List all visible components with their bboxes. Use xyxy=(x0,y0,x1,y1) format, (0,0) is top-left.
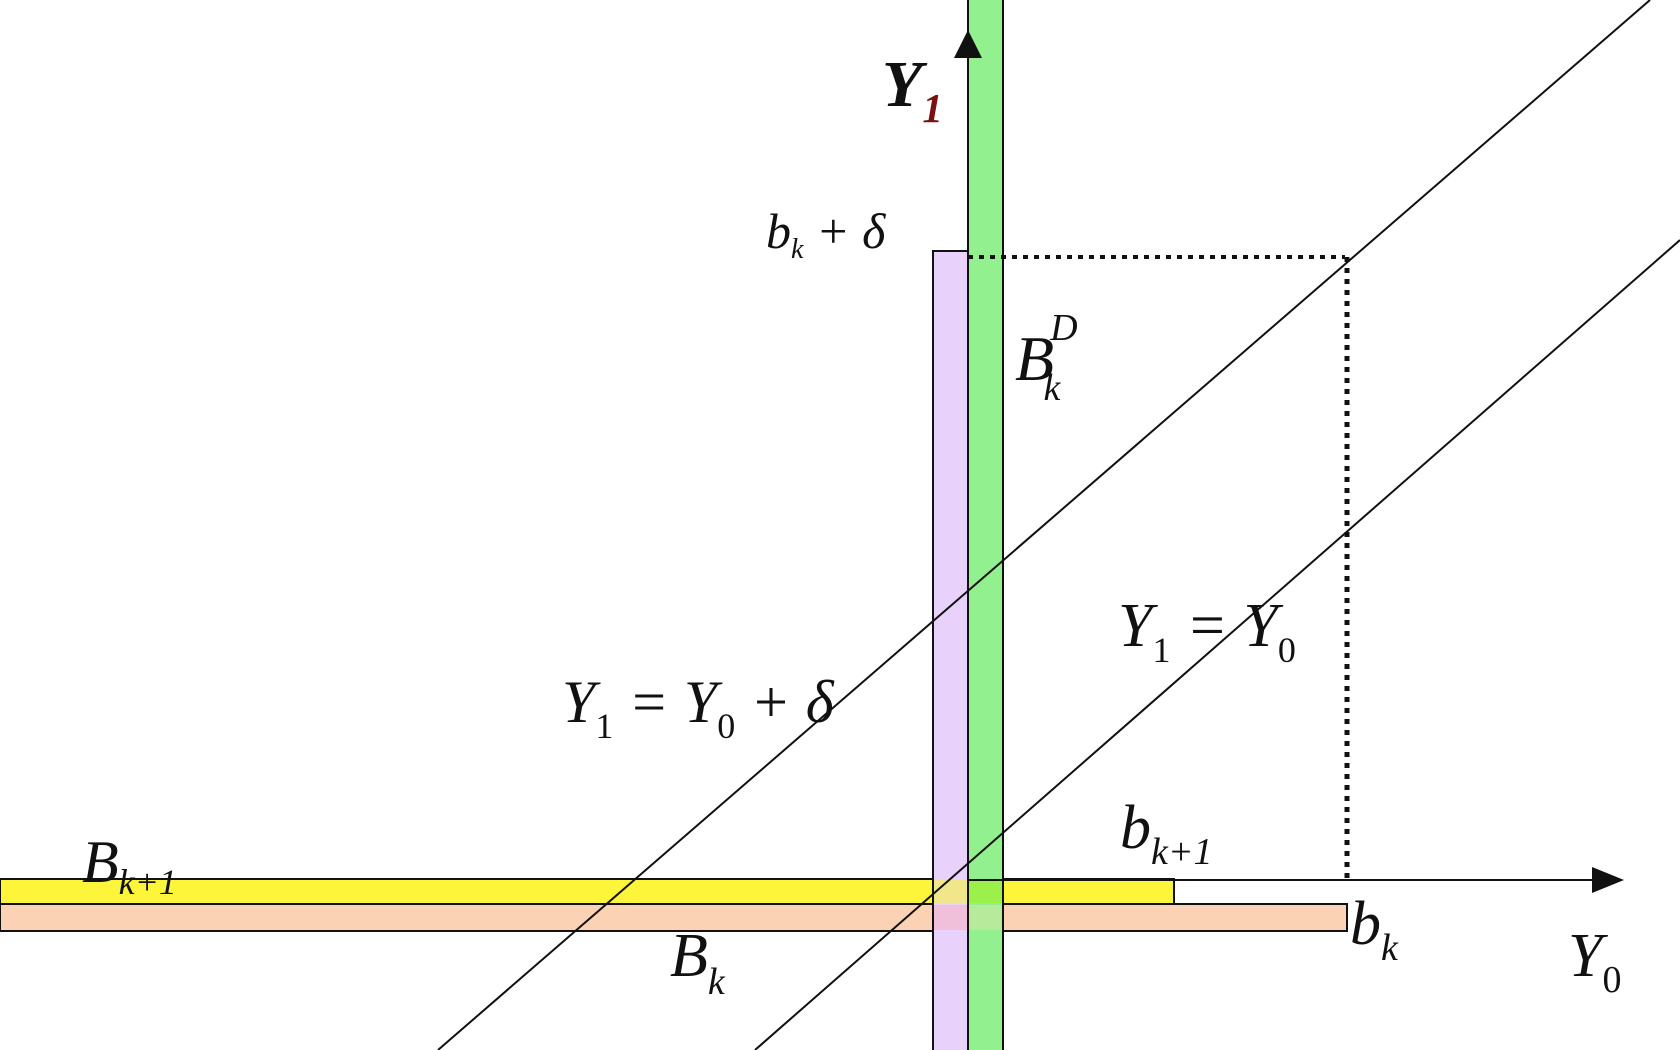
peach-band-Bk xyxy=(0,903,1348,932)
overlap-green-yellow xyxy=(969,880,1002,903)
label-Bk1-big: Bk+1 xyxy=(82,829,177,902)
lavender-band xyxy=(932,250,969,1050)
label-y1-axis: Y1 xyxy=(882,48,943,131)
overlap-lavender-yellow xyxy=(934,880,967,903)
line-y1-eq-y0 xyxy=(754,239,1680,1050)
label-y0-axis: Y0 xyxy=(1568,922,1621,1001)
label-bk1-small: bk+1 xyxy=(1120,794,1213,873)
label-bk-small: bk xyxy=(1350,890,1399,969)
overlap-green-peach xyxy=(969,905,1002,930)
label-bk-plus-delta: bk + δ xyxy=(766,203,886,265)
label-y1-eq-y0-plus-delta: Y1 = Y0 + δ xyxy=(562,669,835,746)
label-Bk-big: Bk xyxy=(670,922,726,1003)
overlap-lavender-peach xyxy=(934,905,967,930)
label-y1-eq-y0: Y1 = Y0 xyxy=(1118,592,1296,670)
arrow-right-icon xyxy=(1592,867,1624,893)
line-y1-eq-y0-plus-delta xyxy=(437,0,1651,1050)
arrow-up-icon xyxy=(954,30,982,58)
